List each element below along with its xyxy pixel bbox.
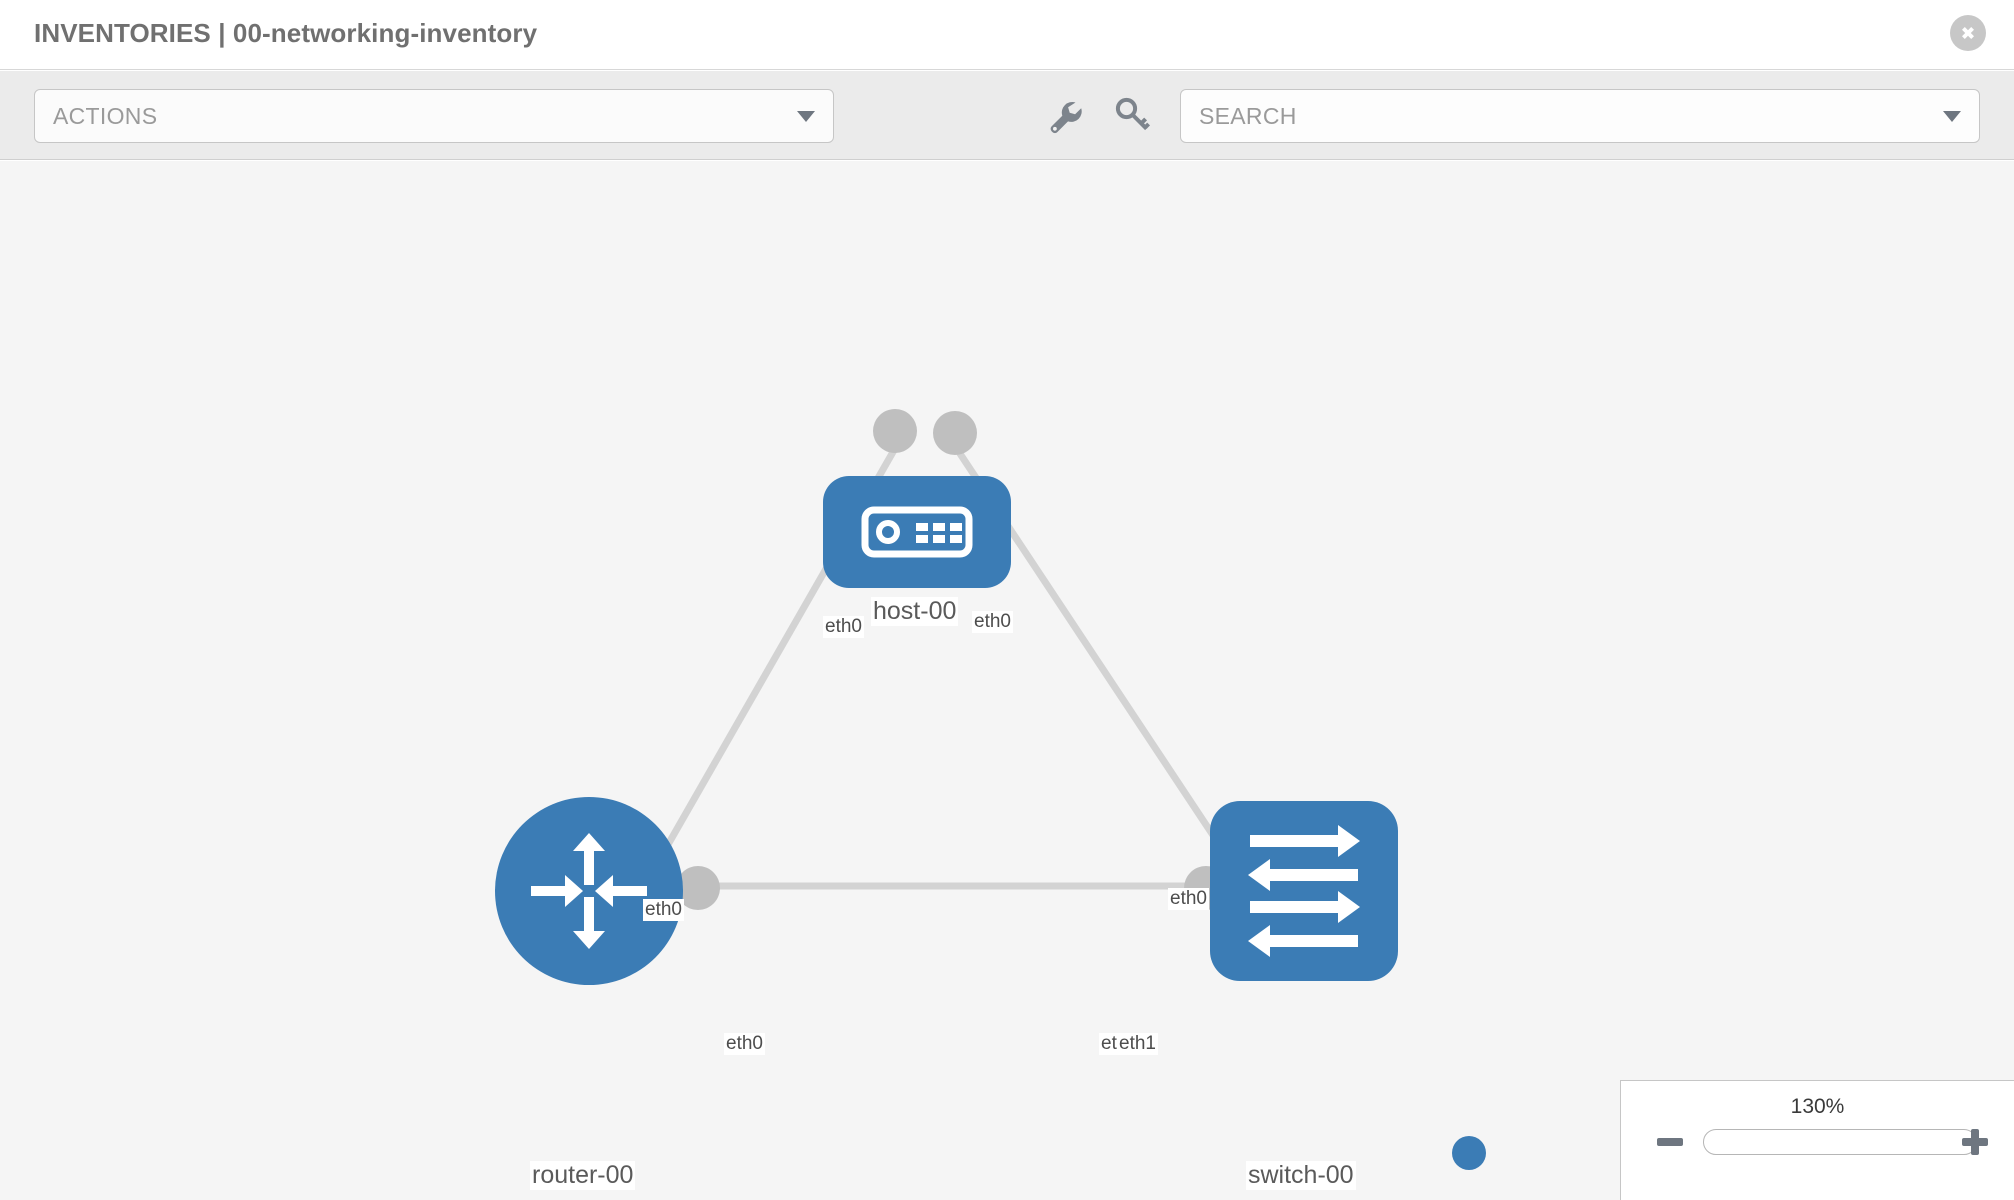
zoom-control-panel: 130% bbox=[1620, 1080, 2014, 1200]
zoom-in-button[interactable] bbox=[1958, 1125, 1992, 1159]
endpoint-host-right[interactable] bbox=[933, 411, 977, 455]
iface-label-router-up[interactable]: eth0 bbox=[643, 899, 684, 921]
wrench-button[interactable] bbox=[1042, 93, 1088, 139]
plus-icon bbox=[1962, 1129, 1988, 1155]
search-placeholder: SEARCH bbox=[1199, 103, 1297, 129]
iface-label-host-right[interactable]: eth0 bbox=[972, 611, 1013, 633]
minus-icon bbox=[1657, 1138, 1683, 1146]
router-icon bbox=[531, 833, 647, 949]
zoom-level-value: 130% bbox=[1790, 1095, 1845, 1118]
iface-label-router-right[interactable]: eth0 bbox=[724, 1033, 765, 1055]
node-label-host-00[interactable]: host-00 bbox=[871, 597, 959, 626]
topology-graph bbox=[495, 409, 1398, 985]
key-button[interactable] bbox=[1110, 93, 1156, 139]
search-input[interactable]: SEARCH bbox=[1180, 89, 1980, 143]
node-label-switch-00[interactable]: switch-00 bbox=[1246, 1161, 1356, 1190]
iface-label-switch-up[interactable]: eth0 bbox=[1168, 888, 1209, 910]
iface-label-host-left[interactable]: eth0 bbox=[823, 616, 864, 638]
actions-dropdown-label: ACTIONS bbox=[53, 103, 158, 129]
zoom-slider-track[interactable] bbox=[1703, 1129, 1977, 1155]
chevron-down-icon bbox=[797, 111, 815, 122]
close-button[interactable] bbox=[1950, 15, 1986, 51]
node-label-router-00[interactable]: router-00 bbox=[530, 1161, 636, 1190]
node-host-00[interactable] bbox=[823, 476, 1011, 588]
switch-icon bbox=[1248, 825, 1360, 957]
endpoint-host-left[interactable] bbox=[873, 409, 917, 453]
node-switch-00[interactable] bbox=[1210, 801, 1398, 981]
wrench-icon bbox=[1050, 102, 1082, 134]
zoom-slider-thumb[interactable] bbox=[1452, 1136, 1486, 1170]
zoom-out-button[interactable] bbox=[1653, 1125, 1687, 1159]
server-icon bbox=[861, 506, 973, 558]
iface-label-switch-left-eth1[interactable]: eth1 bbox=[1117, 1033, 1158, 1055]
close-icon bbox=[1962, 27, 1974, 39]
page-title: INVENTORIES | 00-networking-inventory bbox=[34, 18, 538, 48]
page-header: INVENTORIES | 00-networking-inventory bbox=[0, 0, 2014, 70]
search-chevron-down-icon[interactable] bbox=[1943, 111, 1961, 122]
endpoint-router-right[interactable] bbox=[676, 866, 720, 910]
node-router-00[interactable] bbox=[495, 797, 683, 985]
topology-canvas[interactable]: host-00 router-00 switch-00 eth0 eth0 et… bbox=[0, 161, 2014, 1200]
toolbar: ACTIONS SEARCH bbox=[0, 71, 2014, 160]
actions-dropdown[interactable]: ACTIONS bbox=[34, 89, 834, 143]
key-icon bbox=[1115, 97, 1151, 131]
